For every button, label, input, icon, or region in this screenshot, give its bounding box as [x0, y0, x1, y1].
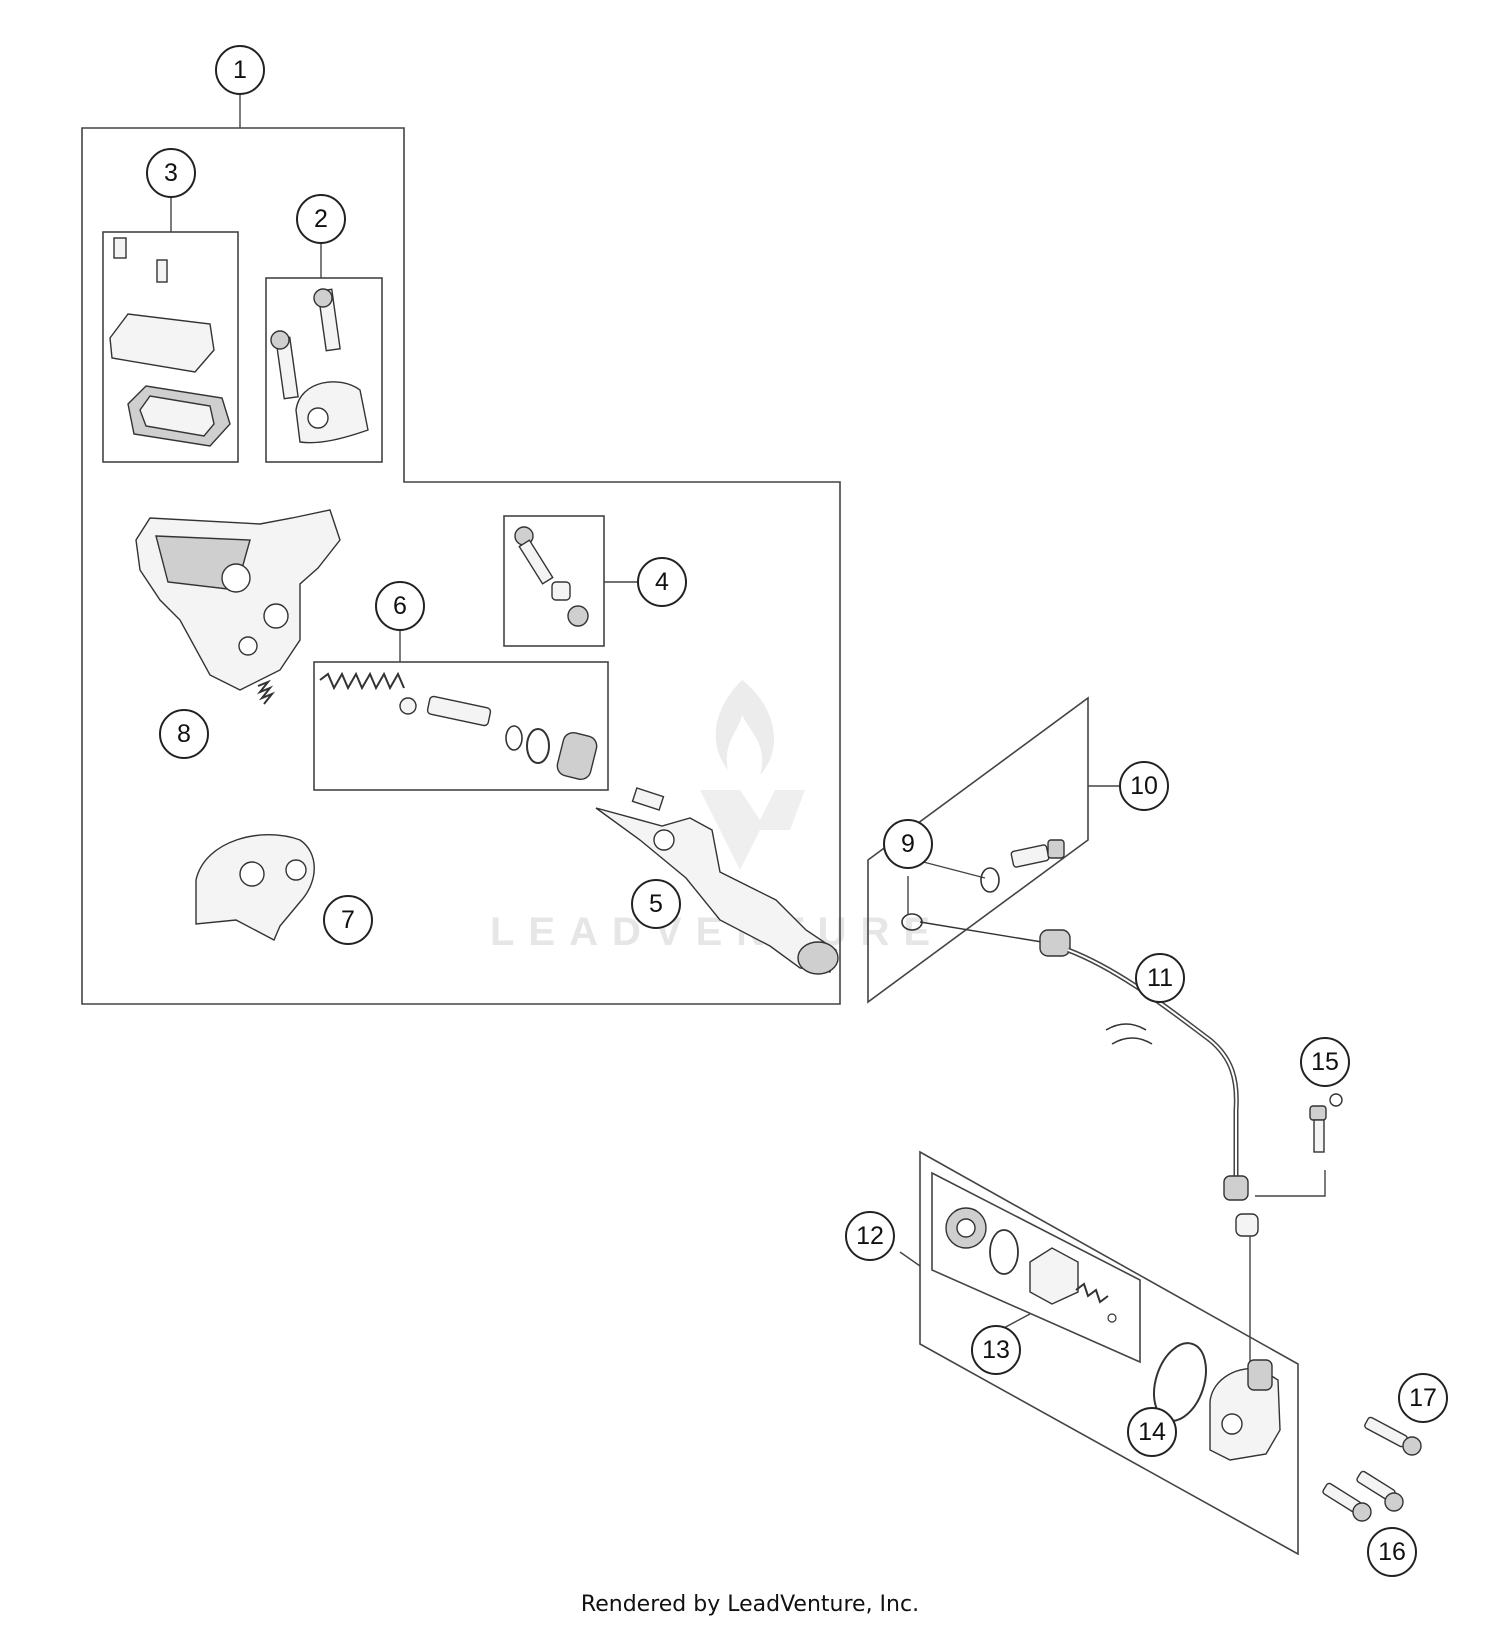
callout-label: 16: [1378, 1538, 1406, 1566]
watermark: LEADVENTURE: [490, 680, 944, 954]
watermark-flame-icon: [715, 680, 774, 775]
callout-label: 5: [649, 890, 663, 918]
callout-label: 11: [1147, 964, 1173, 992]
callout-label: 10: [1130, 772, 1158, 800]
callout-14: 14: [1127, 1407, 1177, 1457]
frame-assembly-12: [919, 1150, 1299, 1556]
part-clutch-hose-inner: [1067, 949, 1238, 1190]
callout-label: 2: [314, 205, 328, 233]
frame-assembly-2: [265, 277, 383, 463]
callout-label: 15: [1311, 1048, 1339, 1076]
footer-credit: Rendered by LeadVenture, Inc.: [580, 1592, 920, 1617]
callout-16: 16: [1367, 1527, 1417, 1577]
callout-label: 4: [655, 568, 669, 596]
frame-assembly-10: [867, 696, 1089, 1004]
callout-13: 13: [971, 1325, 1021, 1375]
part-reservoir-cover: [109, 237, 231, 447]
watermark-text: LEADVENTURE: [490, 910, 944, 954]
callout-label: 13: [982, 1336, 1010, 1364]
callout-label: 3: [164, 159, 178, 187]
callout-17: 17: [1398, 1373, 1448, 1423]
frame-assembly-4: [503, 515, 605, 647]
callout-12: 12: [845, 1211, 895, 1261]
callout-3: 3: [146, 148, 196, 198]
frame-assembly-13: [931, 1171, 1141, 1364]
frame-assembly-1: [81, 127, 841, 1005]
callout-10: 10: [1119, 761, 1169, 811]
callout-4: 4: [637, 557, 687, 607]
callout-5: 5: [631, 879, 681, 929]
part-master-cylinder: [135, 509, 341, 691]
callout-label: 12: [856, 1222, 884, 1250]
part-lever-cover: [195, 834, 315, 941]
watermark-chevron-icon: [700, 790, 805, 870]
part-piston-kit: [319, 671, 598, 781]
part-banjo-fitting: [901, 839, 1071, 957]
callout-9: 9: [883, 819, 933, 869]
part-pivot-bolt-set: [514, 526, 589, 627]
callout-label: 7: [341, 906, 355, 934]
callout-label: 17: [1409, 1384, 1437, 1412]
callout-2: 2: [296, 194, 346, 244]
part-bolts: [1322, 1416, 1422, 1522]
part-slave-banjo: [1223, 1175, 1259, 1370]
callout-label: 8: [177, 720, 191, 748]
callout-11: 11: [1135, 953, 1185, 1003]
callout-label: 9: [901, 830, 915, 858]
part-slave-cylinder: [1209, 1359, 1281, 1461]
part-clutch-lever: [595, 787, 839, 975]
hose-break-mark: [1105, 1023, 1153, 1045]
frame-assembly-6: [313, 661, 609, 791]
callout-6: 6: [375, 581, 425, 631]
callout-group: 1 2 3 4 5 6 7 8 9 10 11 12 13 14 15 16 1…: [146, 45, 1448, 1577]
callout-8: 8: [159, 709, 209, 759]
part-spring-8: [256, 679, 276, 705]
part-bleeder-valve: [1309, 1093, 1343, 1153]
callout-label: 6: [393, 592, 407, 620]
callout-15: 15: [1300, 1037, 1350, 1087]
callout-1: 1: [215, 45, 265, 95]
part-slave-piston-kit: [945, 1207, 1117, 1323]
callout-label: 14: [1138, 1418, 1166, 1446]
callout-label: 1: [233, 56, 247, 84]
part-handlebar-clamp: [270, 288, 369, 444]
callout-7: 7: [323, 895, 373, 945]
